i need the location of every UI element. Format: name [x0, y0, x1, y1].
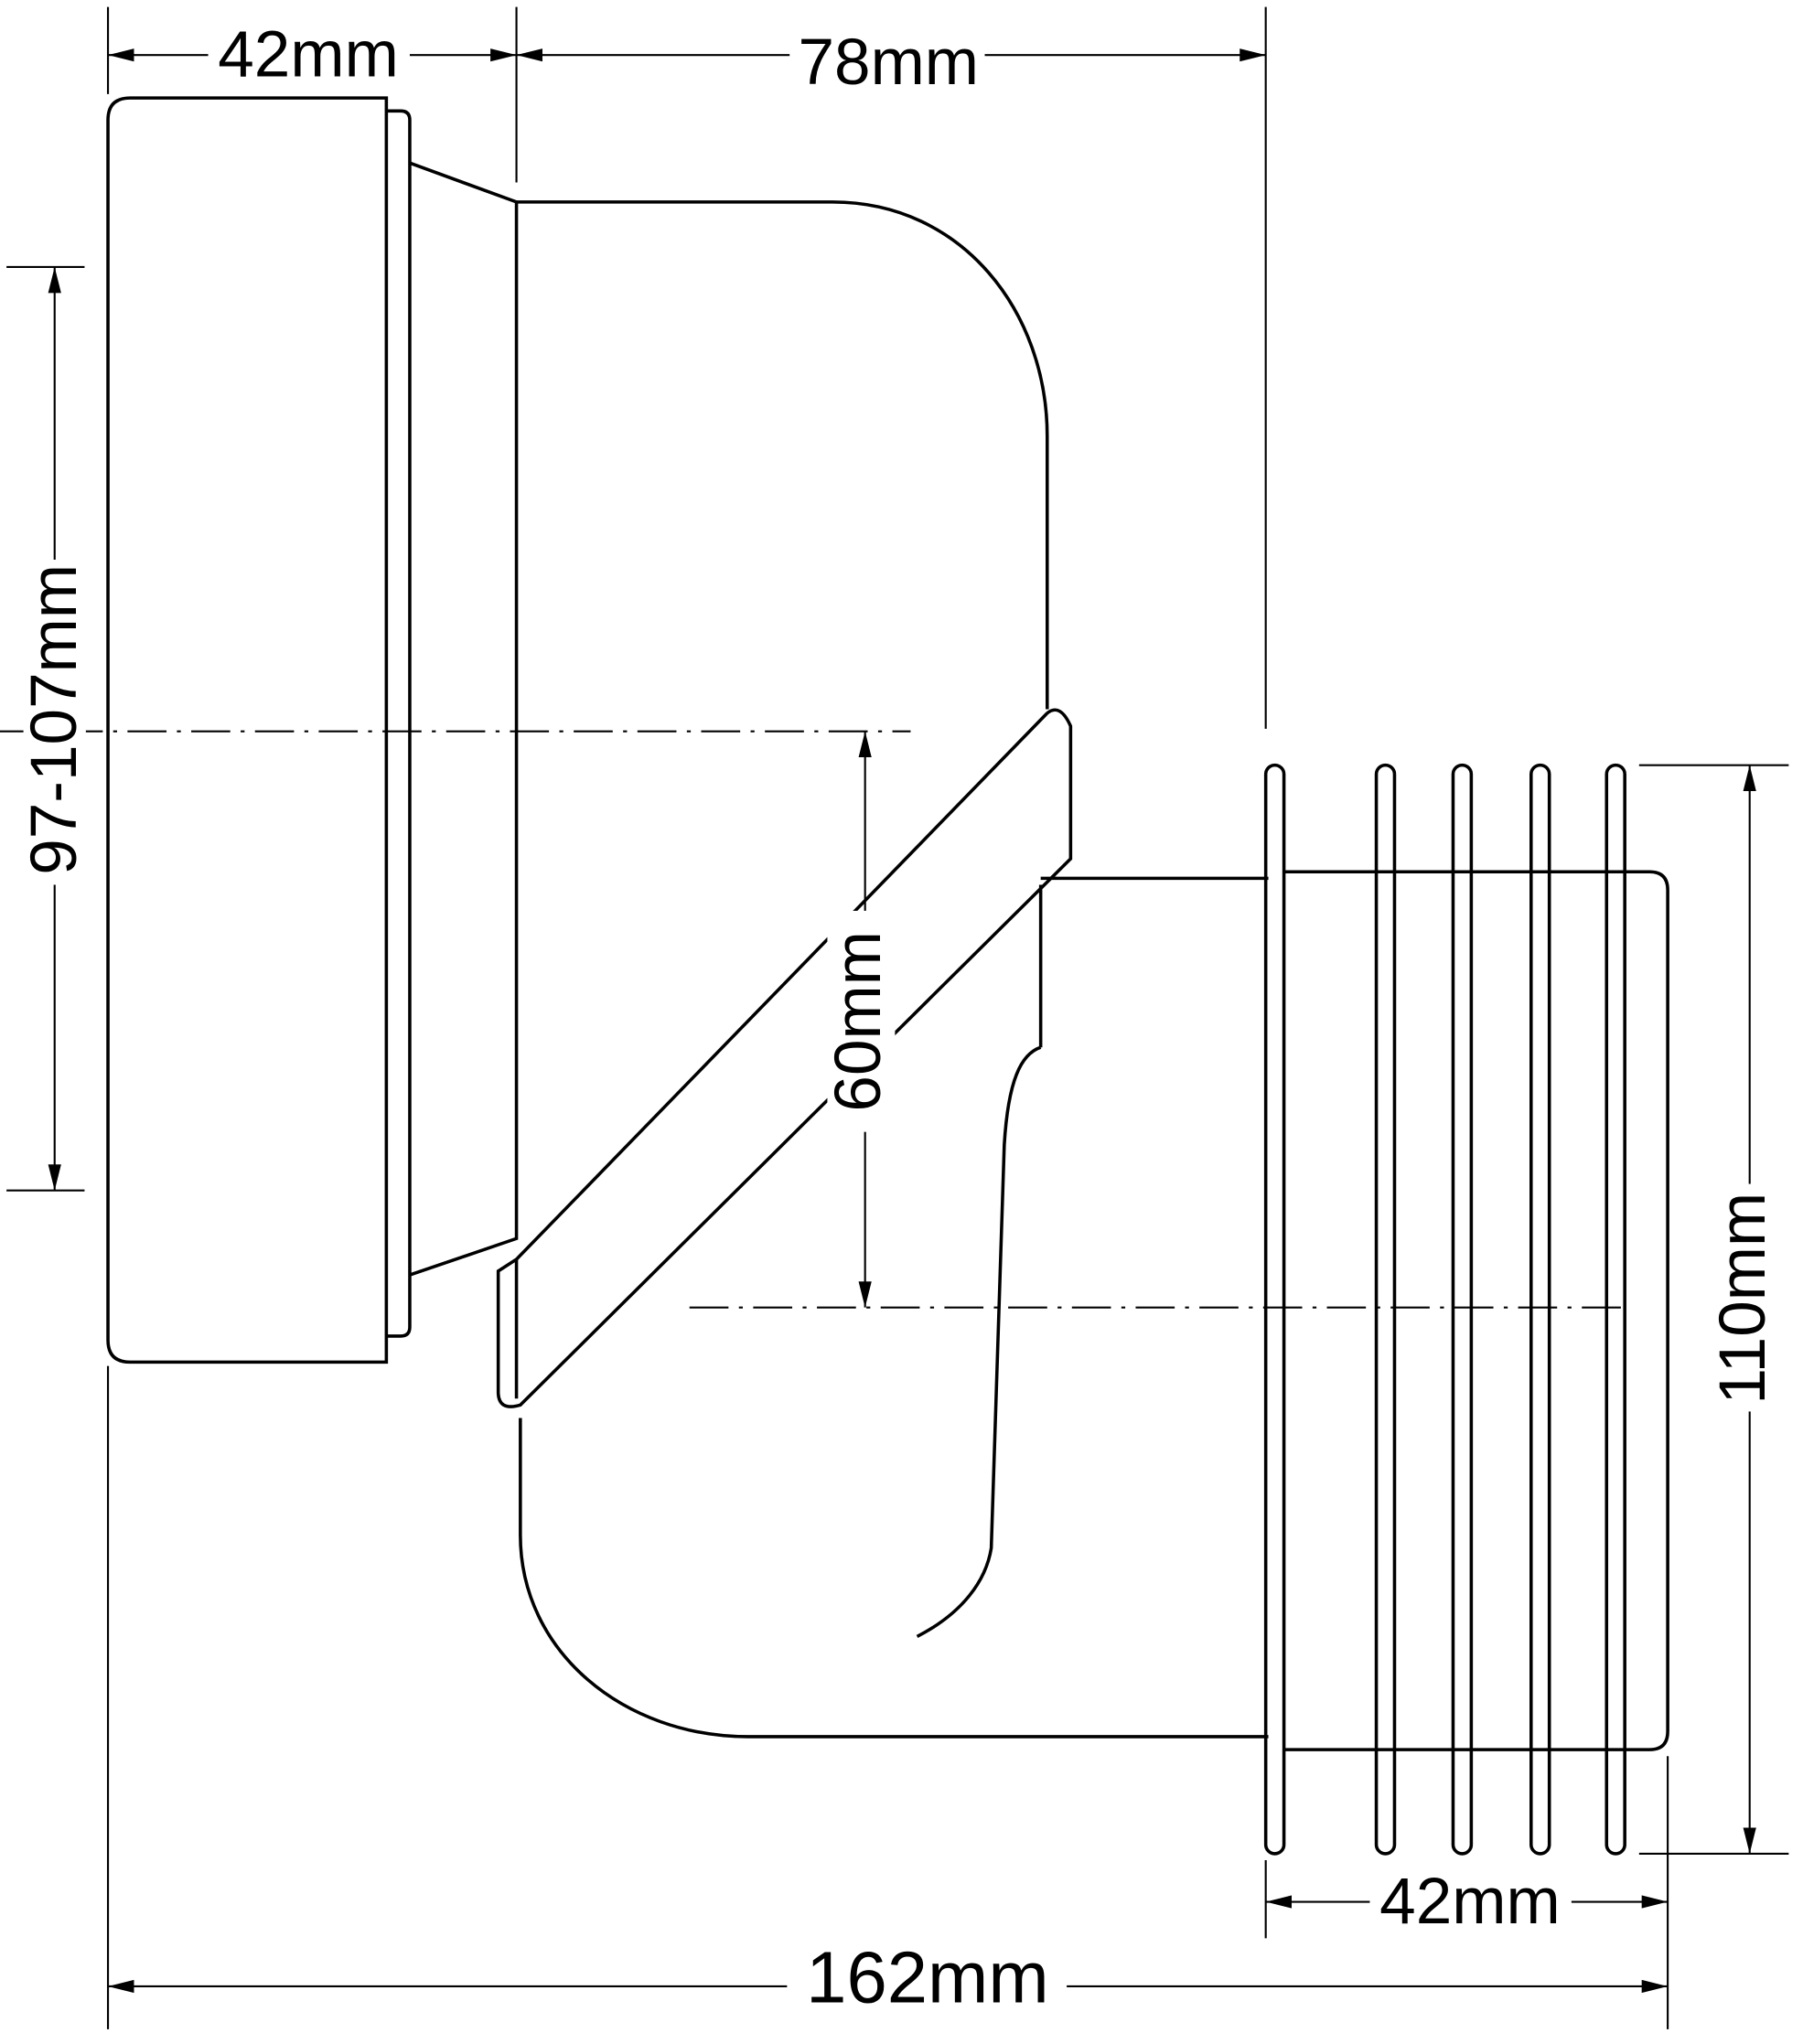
outlet-spigot — [1263, 763, 1669, 1856]
label-top-left-width: 42mm — [218, 19, 399, 91]
label-total-length: 162mm — [806, 1937, 1049, 2018]
upper-pipe — [516, 200, 1049, 710]
label-outlet-diameter: 110mm — [1707, 1193, 1779, 1405]
lower-pipe — [519, 876, 1269, 1739]
extension-lines — [6, 6, 1789, 2029]
eccentric-joint — [496, 708, 1073, 1408]
inlet-socket — [106, 96, 519, 1364]
label-outlet-length: 42mm — [1379, 1866, 1561, 1938]
label-eccentric-offset: 60mm — [822, 931, 895, 1112]
label-inlet-diameter: 97-107mm — [18, 564, 91, 875]
label-top-offset: 78mm — [799, 27, 980, 99]
